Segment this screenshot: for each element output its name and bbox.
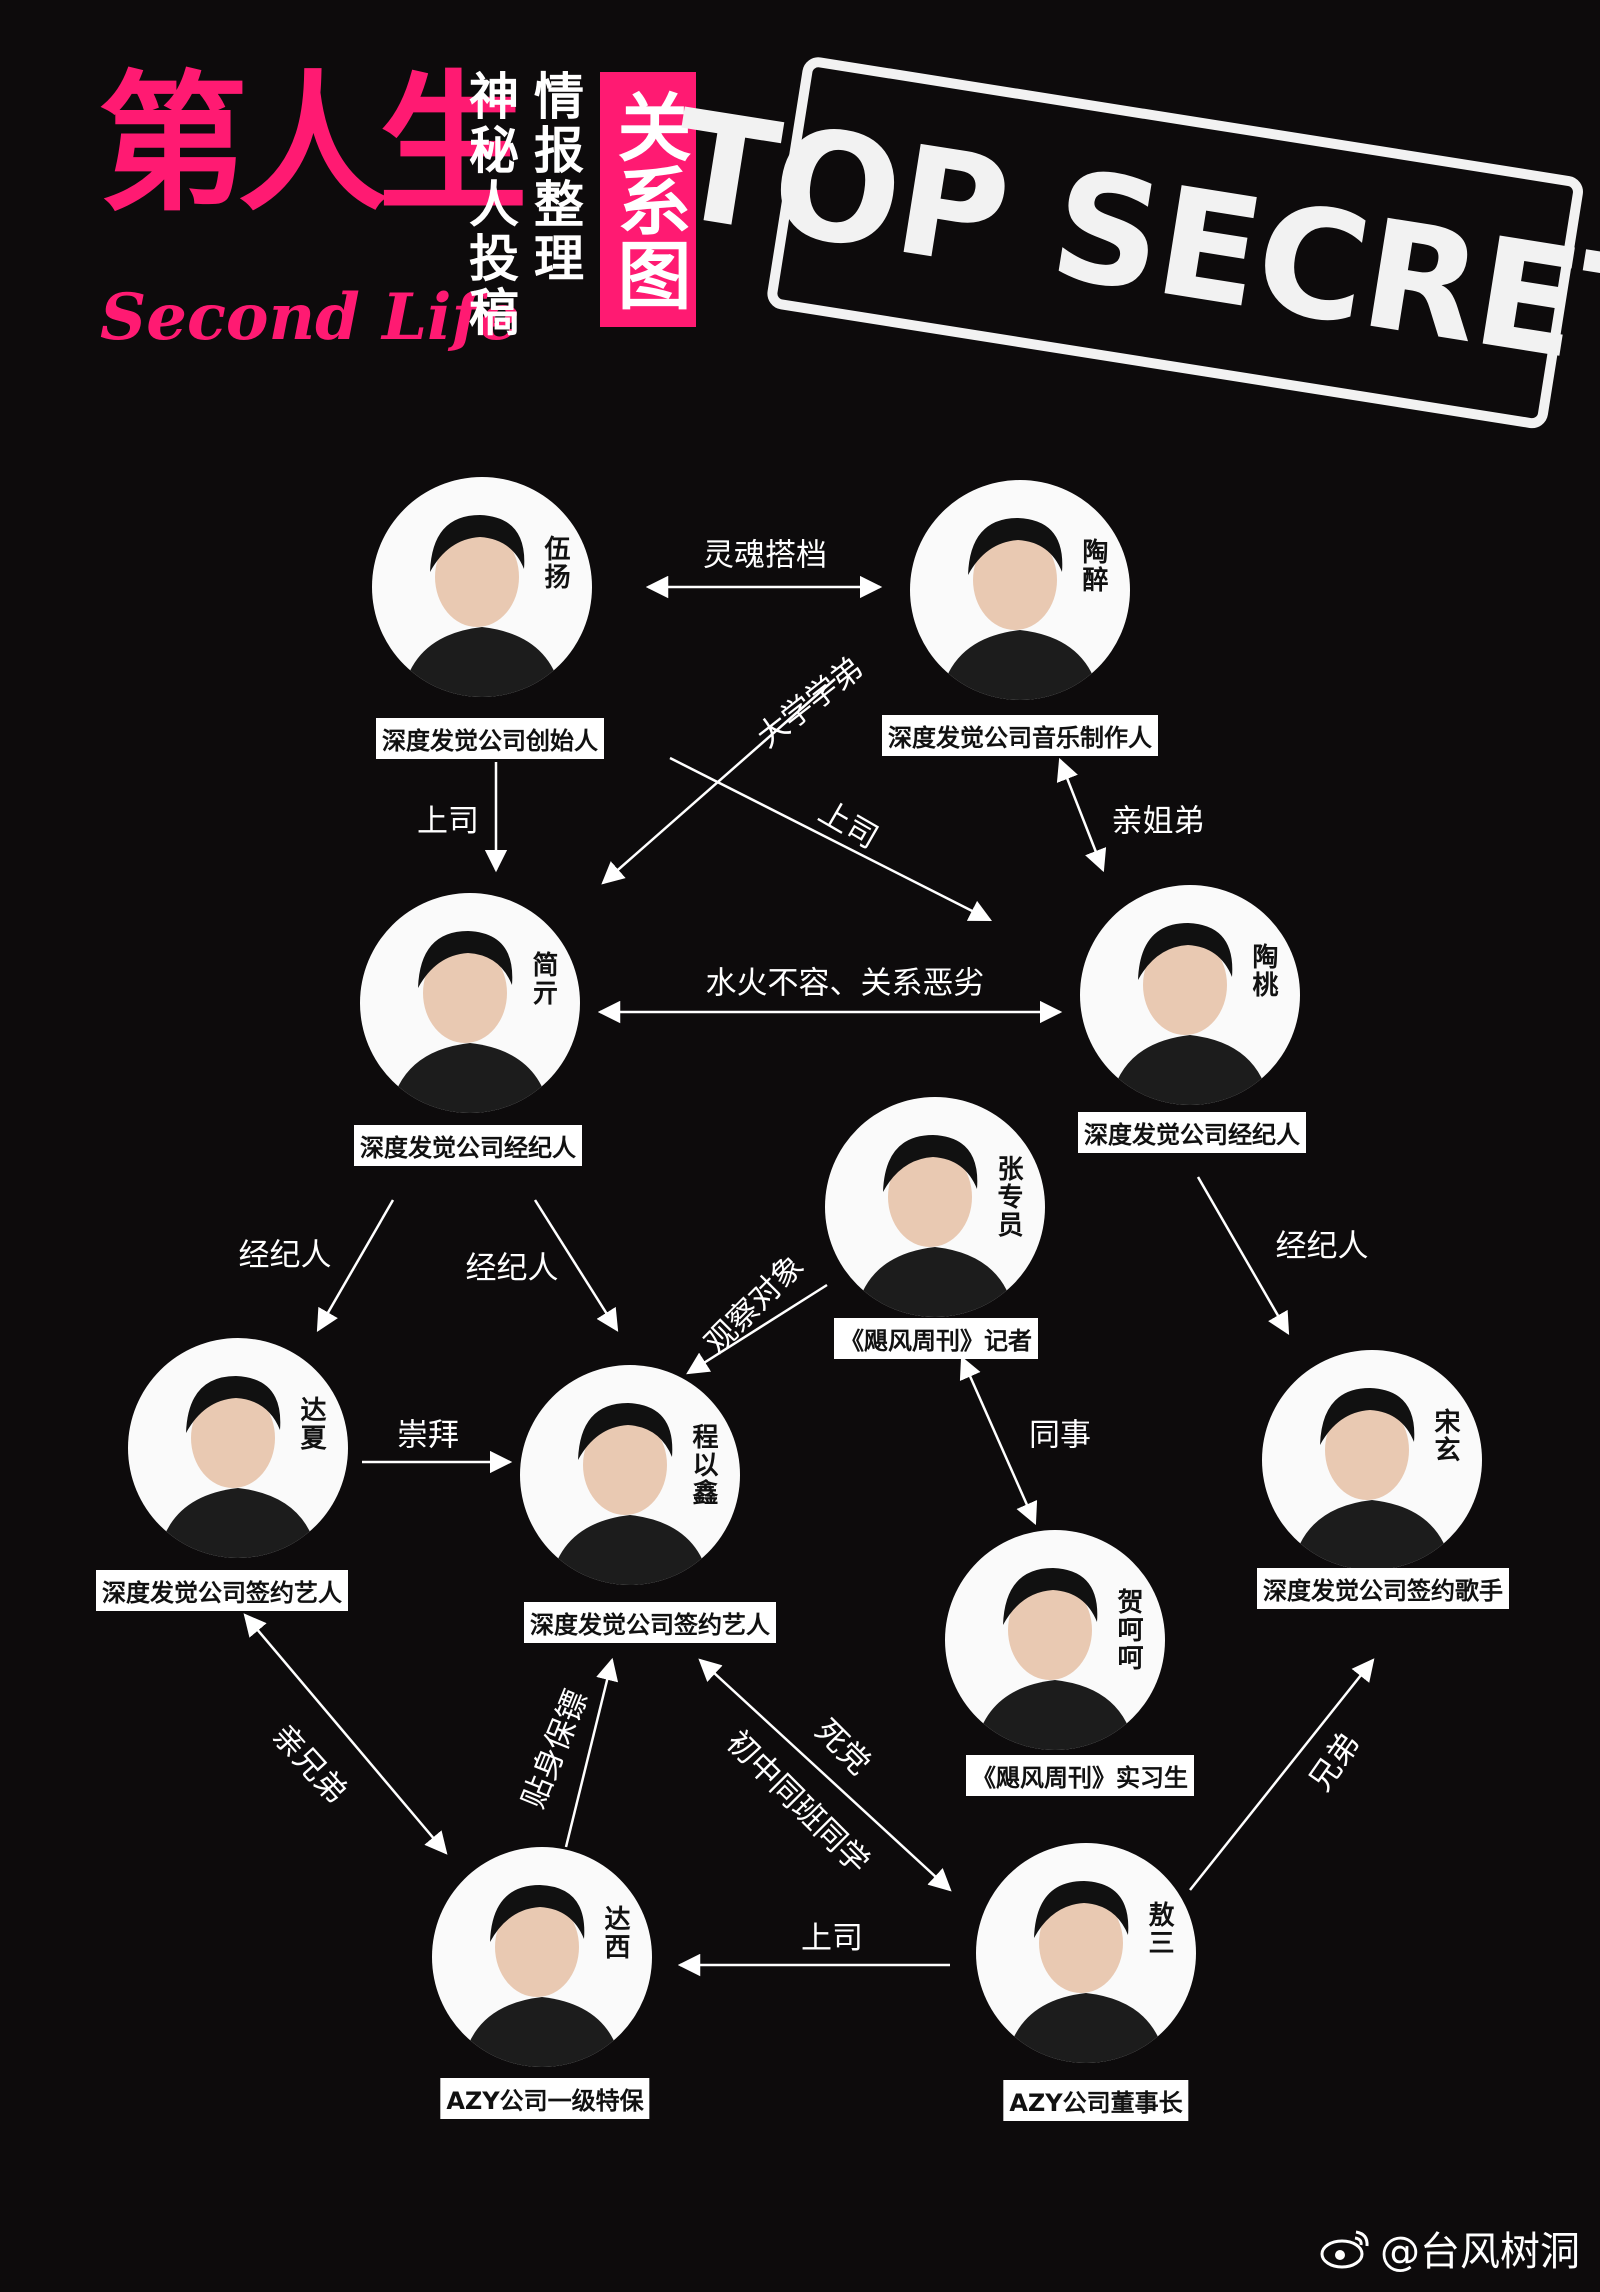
relation-arrow: [564, 1657, 619, 1848]
edge-label-agent-2: 经纪人: [465, 1250, 559, 1287]
logo-chinese: 第人生: [98, 58, 528, 232]
portrait-icon: [855, 1135, 1015, 1317]
header-column-source: 神秘人投稿: [461, 70, 519, 340]
person-role: 深度发觉公司签约艺人: [96, 1570, 348, 1611]
person-taotao: 陶桃: [1080, 885, 1300, 1105]
person-daxia: 达夏: [128, 1338, 348, 1558]
edge-label-boss-3: 上司: [801, 1920, 863, 1957]
watermark-text: @台风树洞: [1380, 2229, 1580, 2275]
edge-label-siblings: 亲姐弟: [1111, 803, 1205, 840]
person-name: 伍扬: [540, 535, 570, 591]
person-name: 达夏: [296, 1396, 326, 1452]
relation-arrow: [959, 1355, 1038, 1526]
portrait-icon: [940, 518, 1100, 700]
person-role: 深度发觉公司签约艺人: [524, 1602, 776, 1643]
portrait-icon: [550, 1403, 710, 1585]
person-role: 深度发觉公司创始人: [376, 718, 604, 759]
portrait-icon: [390, 931, 550, 1113]
logo-english: Second Life: [100, 280, 520, 355]
edge-label-rivals: 水火不容、关系恶劣: [705, 965, 985, 1002]
relation-arrow: [669, 756, 993, 922]
person-name: 敖三: [1144, 1901, 1174, 1957]
person-hehehe: 贺呵呵: [945, 1530, 1165, 1750]
person-wuyang: 伍扬: [372, 477, 592, 697]
relation-arrow: [601, 678, 836, 885]
portrait-icon: [158, 1376, 318, 1558]
edge-label-worship: 崇拜: [397, 1417, 459, 1454]
relation-arrow: [533, 1199, 619, 1332]
person-name: 简亓: [528, 951, 558, 1007]
person-name: 程以鑫: [688, 1423, 718, 1507]
portrait-icon: [402, 515, 562, 697]
person-aosan: 敖三: [976, 1843, 1196, 2063]
person-role: 深度发觉公司经纪人: [354, 1125, 582, 1166]
person-role: 《飓风周刊》实习生: [966, 1755, 1194, 1796]
person-zhangzhuanyuan: 张专员: [825, 1097, 1045, 1317]
portrait-icon: [1006, 1881, 1166, 2063]
header-title-box: 关系图: [600, 72, 696, 327]
person-name: 陶醉: [1078, 538, 1108, 594]
header-column-compile: 情报整理: [526, 70, 584, 286]
portrait-icon: [1292, 1388, 1452, 1570]
person-role: 深度发觉公司音乐制作人: [882, 715, 1158, 756]
edge-label-colleague: 同事: [1029, 1417, 1091, 1454]
portrait-icon: [1110, 923, 1270, 1105]
person-name: 贺呵呵: [1113, 1588, 1143, 1672]
relation-arrow: [1056, 757, 1107, 873]
relation-arrow: [1189, 1658, 1375, 1891]
relation-arrow: [686, 1283, 828, 1375]
portrait-icon: [462, 1885, 622, 2067]
person-role: 深度发觉公司经纪人: [1078, 1112, 1306, 1153]
person-jianqian: 简亓: [360, 893, 580, 1113]
person-songxuan: 宋玄: [1262, 1350, 1482, 1570]
relation-arrow: [698, 1658, 952, 1892]
relation-arrow: [1196, 1176, 1290, 1335]
person-name: 宋玄: [1430, 1408, 1460, 1464]
weibo-watermark: @台风树洞: [1320, 2219, 1580, 2277]
person-role: 深度发觉公司签约歌手: [1257, 1568, 1509, 1609]
person-role: AZY公司董事长: [1003, 2080, 1189, 2121]
relation-arrow: [243, 1613, 448, 1855]
weibo-icon: [1320, 2230, 1369, 2269]
person-name: 张专员: [993, 1155, 1023, 1239]
person-name: 陶桃: [1248, 943, 1278, 999]
person-role: 《飓风周刊》记者: [834, 1318, 1038, 1359]
person-chengyixin: 程以鑫: [520, 1365, 740, 1585]
relation-arrow: [316, 1199, 395, 1332]
person-role: AZY公司一级特保: [440, 2078, 650, 2119]
portrait-icon: [975, 1568, 1135, 1750]
person-taozui: 陶醉: [910, 480, 1130, 700]
edge-label-agent-3: 经纪人: [1275, 1228, 1369, 1265]
person-daxi: 达西: [432, 1847, 652, 2067]
edge-label-boss-2: 上司: [417, 803, 479, 840]
edge-label-agent-1: 经纪人: [238, 1237, 332, 1274]
edge-label-soul-partner: 灵魂搭档: [703, 537, 827, 574]
person-name: 达西: [600, 1905, 630, 1961]
